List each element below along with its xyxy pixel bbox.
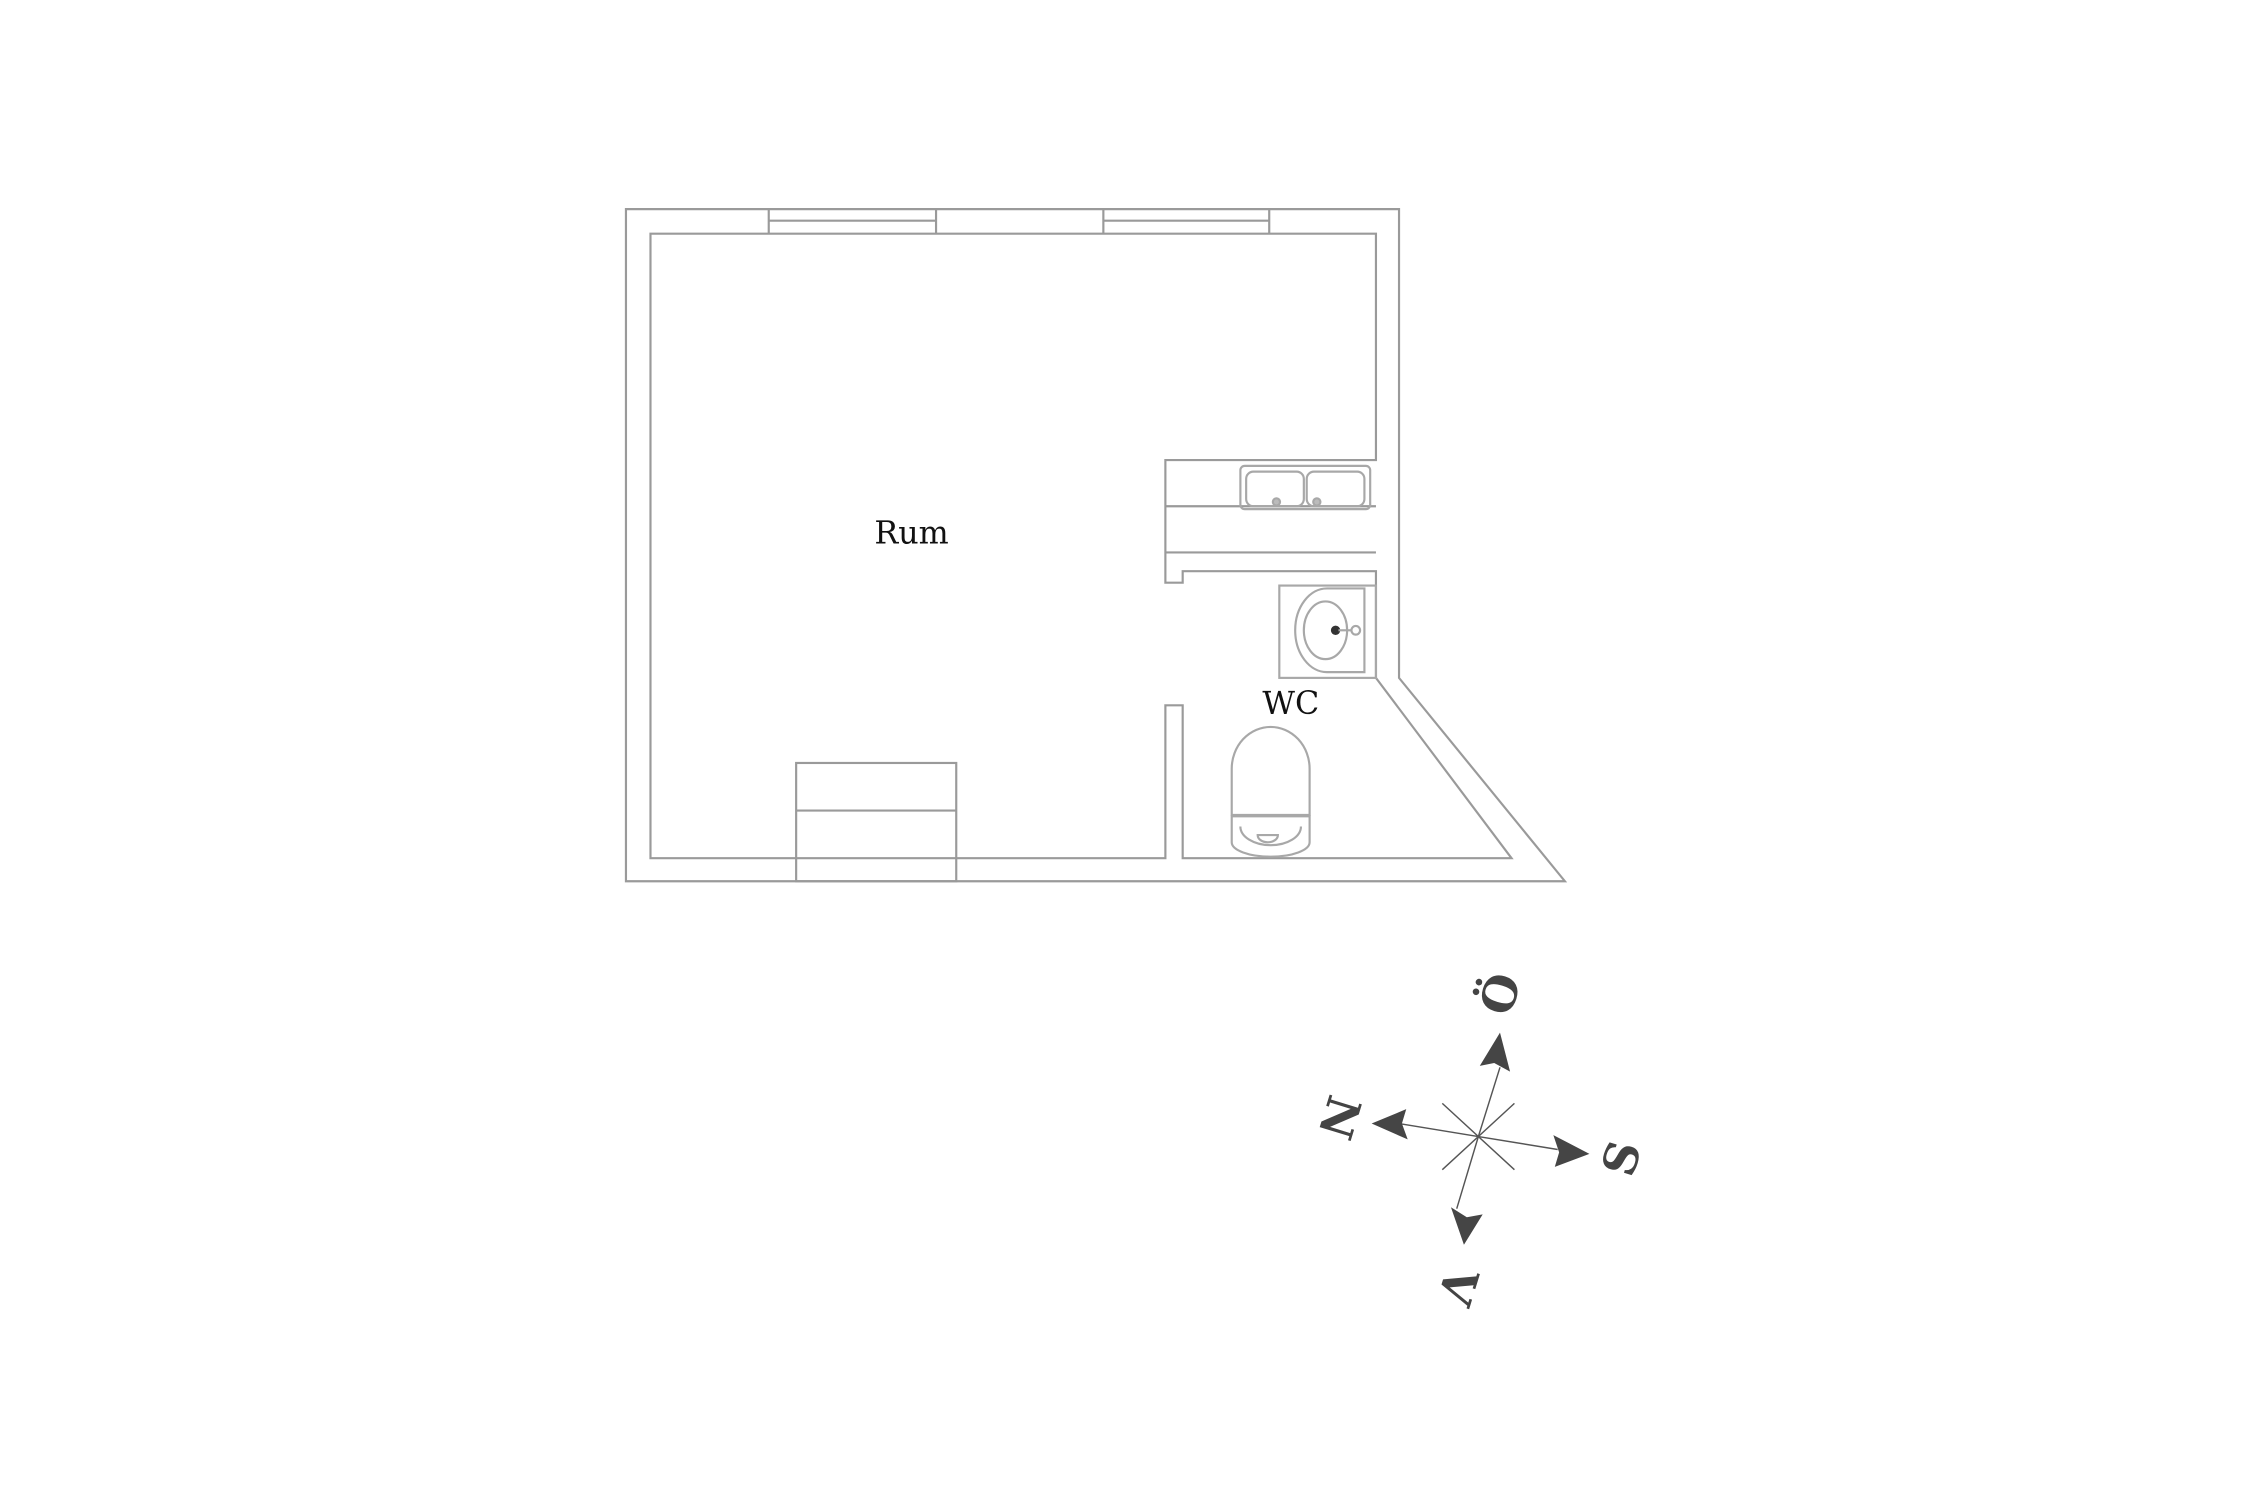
toilet-icon xyxy=(1230,725,1311,858)
window-right xyxy=(1102,209,1271,234)
compass-rose xyxy=(1398,1067,1558,1209)
inner-wall-main-room xyxy=(649,232,1514,860)
arrow-south-icon xyxy=(1553,1135,1590,1167)
washbasin-icon xyxy=(1278,584,1378,679)
window-left xyxy=(767,209,938,234)
compass-label-north: N xyxy=(1307,1089,1371,1145)
arrow-west-icon xyxy=(1450,1207,1483,1245)
entrance-door xyxy=(795,761,958,883)
outer-wall xyxy=(624,208,1568,883)
compass-label-east: Ö xyxy=(1468,967,1532,1022)
kitchen-counter xyxy=(1165,505,1376,554)
compass-label-west: V xyxy=(1426,1260,1489,1312)
double-sink-icon xyxy=(1239,464,1372,511)
arrow-east-icon xyxy=(1479,1032,1511,1072)
arrow-north-icon xyxy=(1371,1109,1408,1140)
room-label-wc: WC xyxy=(1262,686,1319,722)
compass-label-south: S xyxy=(1591,1135,1652,1183)
room-label-main: Rum xyxy=(874,516,948,552)
